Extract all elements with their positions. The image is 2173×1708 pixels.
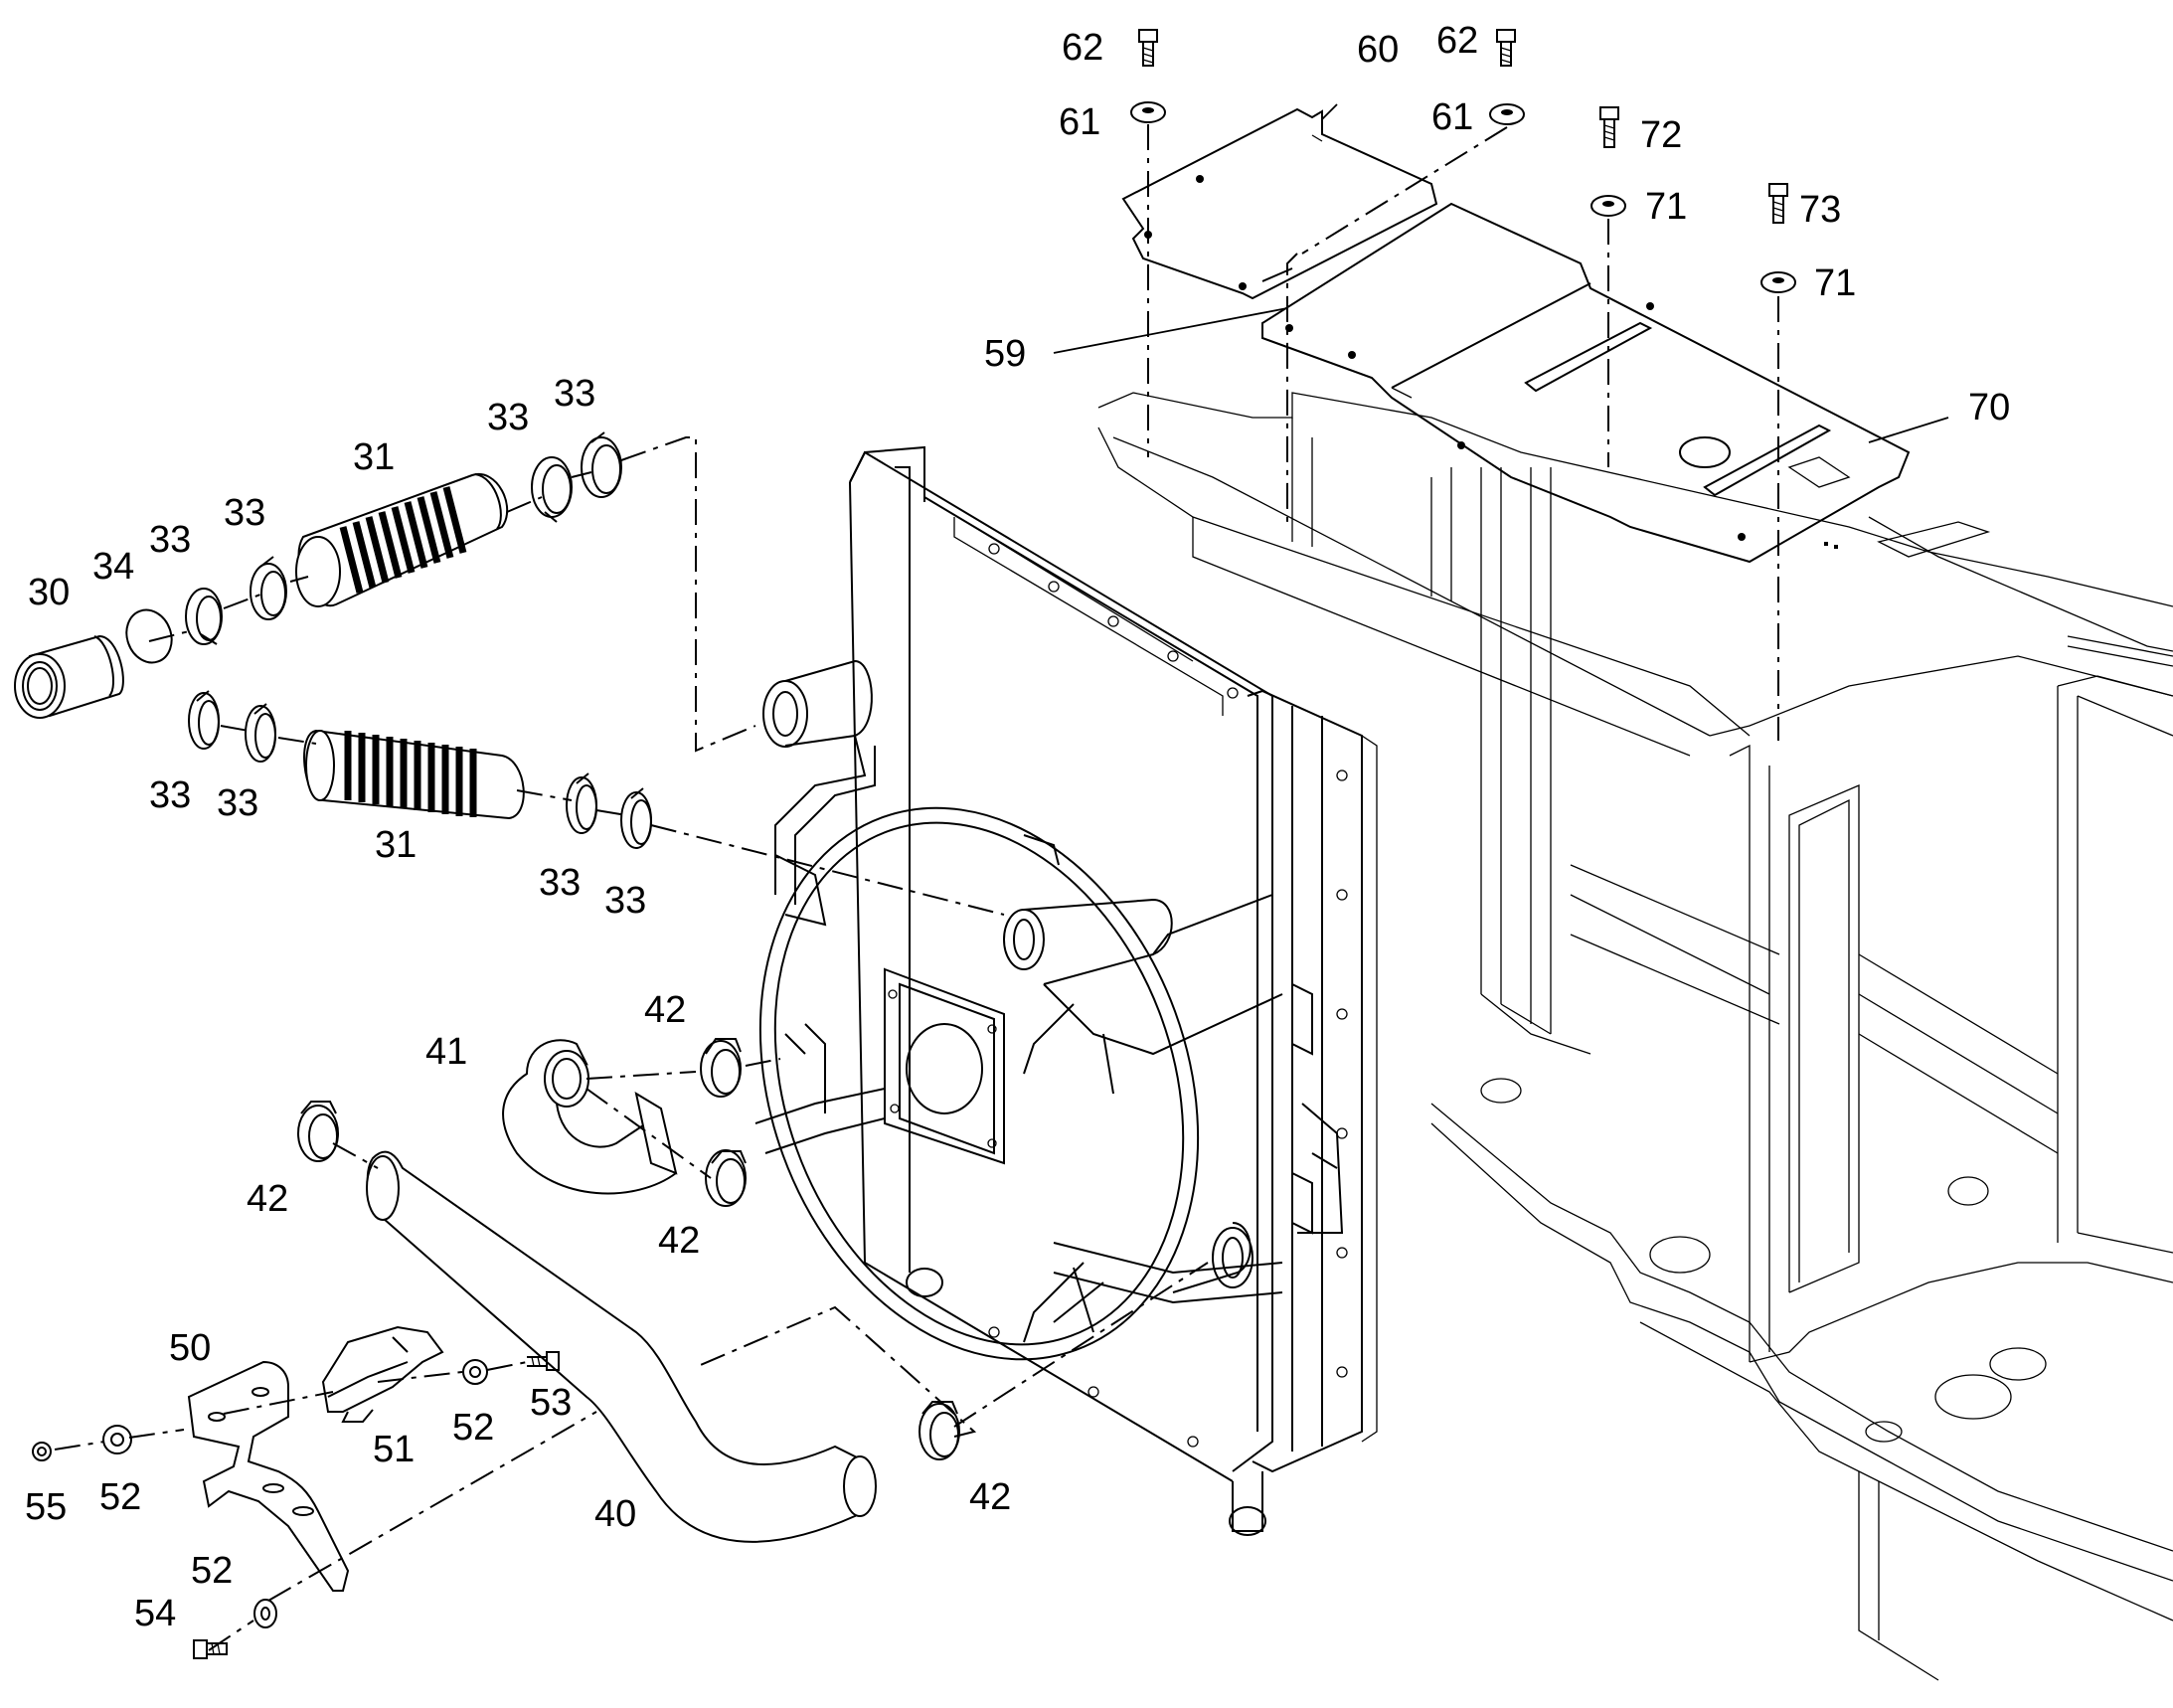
callout-label: 54: [134, 1593, 176, 1634]
washer-52-upper: [462, 1359, 488, 1385]
hose-41: [502, 1039, 678, 1195]
bolt-62-left: [1138, 29, 1158, 67]
callout-label: 33: [149, 519, 191, 561]
callout-label: 50: [169, 1327, 211, 1369]
callout-label: 42: [969, 1476, 1011, 1518]
callout-label: 59: [984, 333, 1026, 375]
bracket-51: [321, 1325, 444, 1423]
callout-label: 62: [1436, 20, 1478, 62]
callout-label: 61: [1059, 101, 1100, 143]
callout-label: 33: [539, 862, 581, 904]
bolt-72: [1599, 106, 1619, 148]
callout-label: 33: [604, 880, 646, 922]
clamp-33: [185, 588, 223, 645]
callout-label: 51: [373, 1429, 415, 1470]
clamp-42: [705, 1149, 747, 1207]
clamp-33: [531, 456, 573, 523]
washer-52-lower: [253, 1599, 277, 1628]
callout-label: 55: [25, 1486, 67, 1528]
fan-shroud: [758, 806, 1200, 1361]
callout-label: 42: [658, 1220, 700, 1262]
callout-label: 33: [487, 397, 529, 438]
o-ring-34: [125, 608, 173, 664]
callout-label: 53: [530, 1382, 572, 1424]
coolant-pipes: [754, 659, 1283, 1343]
washer-61-left: [1130, 101, 1166, 123]
callout-label: 52: [99, 1476, 141, 1518]
callout-label: 40: [594, 1493, 636, 1535]
assembly-lines: [54, 124, 1779, 1651]
washer-61-right: [1489, 103, 1525, 125]
clamp-42: [700, 1038, 742, 1098]
bolt-62-right: [1496, 29, 1516, 67]
callout-label: 52: [191, 1550, 233, 1592]
callout-label: 62: [1062, 27, 1103, 69]
clamp-33: [566, 772, 597, 834]
bracket-50: [187, 1360, 350, 1592]
callout-label: 33: [149, 774, 191, 816]
callout-label: 70: [1968, 387, 2010, 428]
callout-label: 42: [247, 1178, 288, 1220]
clamp-42: [297, 1101, 339, 1162]
clamp-33: [620, 787, 652, 849]
fitting-30: [14, 634, 124, 719]
cover-plate-70: [1261, 202, 1911, 564]
clamp-42: [919, 1401, 960, 1460]
clamp-33: [581, 431, 622, 498]
cover-plate-60: [1121, 107, 1438, 300]
radiator-assembly: [849, 445, 1378, 1536]
hose-40: [366, 1150, 877, 1543]
callout-label: 33: [217, 782, 258, 824]
screw-53: [527, 1351, 560, 1371]
nut-55: [32, 1442, 52, 1461]
chassis-frame: [1097, 392, 2173, 1681]
washer-71-lower: [1760, 271, 1796, 293]
callout-label: 72: [1640, 114, 1682, 156]
callout-label: 30: [28, 572, 70, 613]
callout-label: 31: [353, 436, 395, 478]
callout-label: 60: [1357, 29, 1399, 71]
clamp-33: [250, 556, 287, 620]
washer-52-left: [102, 1425, 132, 1454]
hose-31-upper: [295, 472, 509, 607]
callout-label: 61: [1431, 96, 1473, 138]
callout-label: 71: [1645, 186, 1687, 228]
clamp-33: [245, 703, 276, 763]
hose-31-lower: [303, 729, 525, 820]
callout-label: 34: [92, 546, 134, 588]
callout-label: 52: [452, 1407, 494, 1449]
callout-label: 71: [1814, 262, 1856, 304]
leader-lines: [1053, 103, 1949, 443]
callout-labels: 62 62 60 61 61 72 71 73 71 59 70 33 33 3…: [25, 20, 2010, 1634]
callout-label: 31: [375, 824, 417, 866]
callout-label: 33: [554, 373, 595, 415]
clamp-33: [188, 690, 220, 750]
callout-label: 41: [425, 1031, 467, 1073]
washer-71-upper: [1590, 195, 1626, 217]
callout-label: 33: [224, 492, 265, 534]
callout-label: 42: [644, 989, 686, 1031]
callout-label: 73: [1799, 189, 1841, 231]
bolt-73: [1768, 183, 1788, 224]
